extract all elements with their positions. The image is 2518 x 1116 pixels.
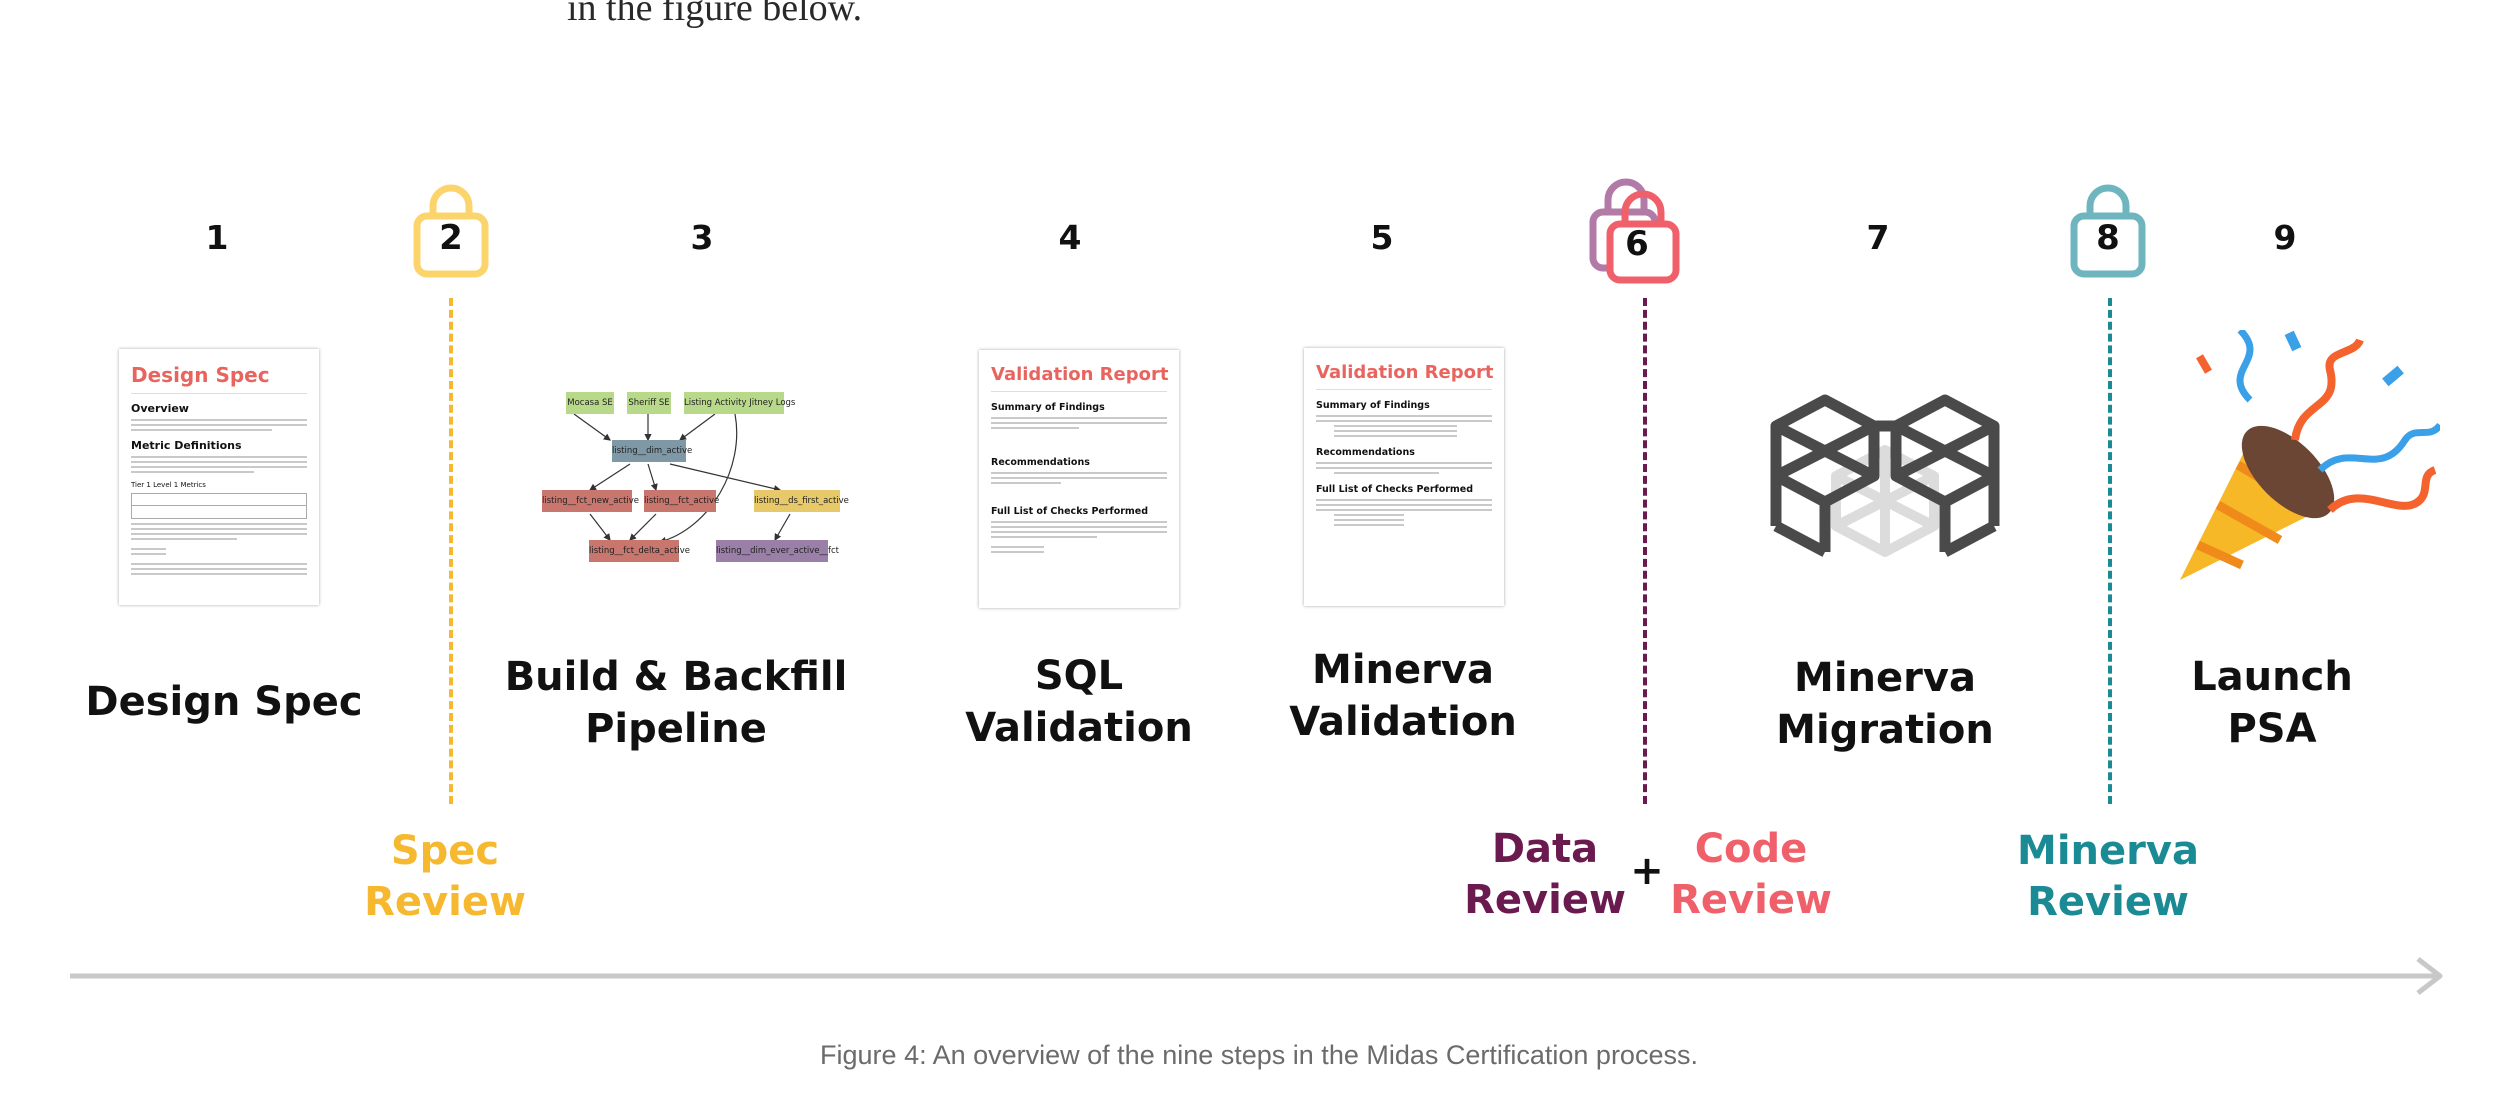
design-spec-overview-heading: Overview (131, 402, 189, 415)
code-review-line1: Code (1694, 826, 1808, 872)
dag-node-dim-ever-active: listing__dim_ever_active__fct (716, 540, 839, 562)
step-number-4: 4 (1058, 218, 1082, 257)
step-title-launch-psa: Launch PSA (2191, 651, 2353, 755)
padlock-teal-icon (2070, 184, 2146, 278)
dag-node-dim-active: listing__dim_active (612, 440, 692, 462)
minerva-validation-report-document: Validation Report Summary of Findings Re… (1304, 348, 1504, 606)
intro-text: in the figure below. (567, 0, 863, 29)
minerva-report-recs-heading: Recommendations (1316, 447, 1415, 458)
step-title-4-line1: SQL (1034, 653, 1124, 699)
design-spec-tier-label: Tier 1 Level 1 Metrics (131, 481, 206, 489)
lock-icon-step-8: 8 (2068, 172, 2148, 282)
plus-sign: + (1630, 848, 1664, 894)
data-review-label: Data Review (1464, 824, 1626, 926)
dag-node-mocasa: Mocasa SE (566, 392, 614, 414)
step-number-2: 2 (439, 218, 463, 258)
step-number-6: 6 (1625, 224, 1649, 264)
step-title-9-line1: Launch (2191, 654, 2353, 700)
data-review-line2: Review (1464, 877, 1626, 923)
design-spec-document: Design Spec Overview Metric Definitions … (119, 349, 319, 605)
pipeline-dag-diagram (573, 413, 791, 544)
sql-report-summary-heading: Summary of Findings (991, 402, 1105, 413)
step-title-minerva-migration: Minerva Migration (1776, 652, 1994, 756)
spec-review-label: Spec Review (364, 826, 526, 928)
code-review-line2: Review (1670, 877, 1832, 923)
sql-report-recs-heading: Recommendations (991, 457, 1090, 468)
double-padlock-icon (1589, 178, 1680, 284)
spec-review-line2: Review (364, 879, 526, 925)
design-spec-table (131, 493, 307, 519)
step-title-minerva-validation: Minerva Validation (1289, 644, 1517, 748)
dag-node-jitney-logs: Listing Activity Jitney Logs (684, 392, 795, 414)
step-title-3-line1: Build & Backfill (504, 654, 848, 700)
step-title-sql-validation: SQL Validation (965, 650, 1193, 754)
dag-node-fct-delta-active: listing__fct_delta_active (589, 540, 690, 562)
minerva-report-checks-heading: Full List of Checks Performed (1316, 484, 1474, 495)
lock-icon-step-6: 6 (1588, 168, 1698, 284)
step-title-7-line1: Minerva (1794, 655, 1976, 701)
figure-caption: Figure 4: An overview of the nine steps … (820, 1040, 1698, 1070)
step-number-3: 3 (690, 218, 714, 257)
step-title-3-line2: Pipeline (585, 706, 767, 752)
step-title-1-line1: Design Spec (85, 679, 363, 725)
step-number-8: 8 (2096, 218, 2120, 258)
dag-node-fct-new-active: listing__fct_new_active (542, 490, 639, 512)
minerva-review-line2: Review (2027, 879, 2189, 925)
step-title-9-line2: PSA (2227, 706, 2317, 752)
step-title-design-spec: Design Spec (85, 676, 362, 728)
code-review-label: Code Review (1670, 824, 1832, 926)
data-review-line1: Data (1491, 826, 1599, 872)
minerva-report-summary-heading: Summary of Findings (1316, 400, 1430, 411)
dag-node-sheriff: Sheriff SE (627, 392, 671, 414)
data-code-review-divider (1643, 298, 1647, 804)
design-spec-metric-heading: Metric Definitions (131, 439, 242, 452)
spec-review-divider (449, 298, 453, 804)
minerva-report-title: Validation Report (1316, 362, 1494, 383)
sql-report-title: Validation Report (991, 364, 1169, 385)
step-number-9: 9 (2273, 218, 2297, 257)
minerva-review-line1: Minerva (2017, 828, 2199, 874)
party-popper-icon (2180, 330, 2440, 580)
step-title-build-backfill: Build & Backfill Pipeline (505, 651, 848, 755)
padlock-yellow-icon (413, 184, 489, 278)
step-title-7-line2: Migration (1776, 707, 1994, 753)
dag-node-fct-active: listing__fct_active (644, 490, 719, 512)
timeline-arrow (70, 957, 2443, 995)
spec-review-line1: Spec (390, 828, 500, 874)
step-number-5: 5 (1370, 218, 1394, 257)
step-title-5-line2: Validation (1289, 699, 1517, 745)
lock-icon-step-2: 2 (411, 172, 491, 282)
sql-report-checks-heading: Full List of Checks Performed (991, 506, 1149, 517)
minerva-review-label: Minerva Review (2017, 826, 2199, 928)
minerva-logo-icon (1770, 394, 2000, 557)
step-number-7: 7 (1866, 218, 1890, 257)
step-number-1: 1 (205, 218, 229, 257)
step-title-4-line2: Validation (965, 705, 1193, 751)
dag-node-ds-first-active: listing__ds_first_active (754, 490, 849, 512)
design-spec-doc-title: Design Spec (131, 363, 270, 387)
sql-validation-report-document: Validation Report Summary of Findings Re… (979, 350, 1179, 608)
minerva-review-divider (2108, 298, 2112, 804)
step-title-5-line1: Minerva (1312, 647, 1494, 693)
